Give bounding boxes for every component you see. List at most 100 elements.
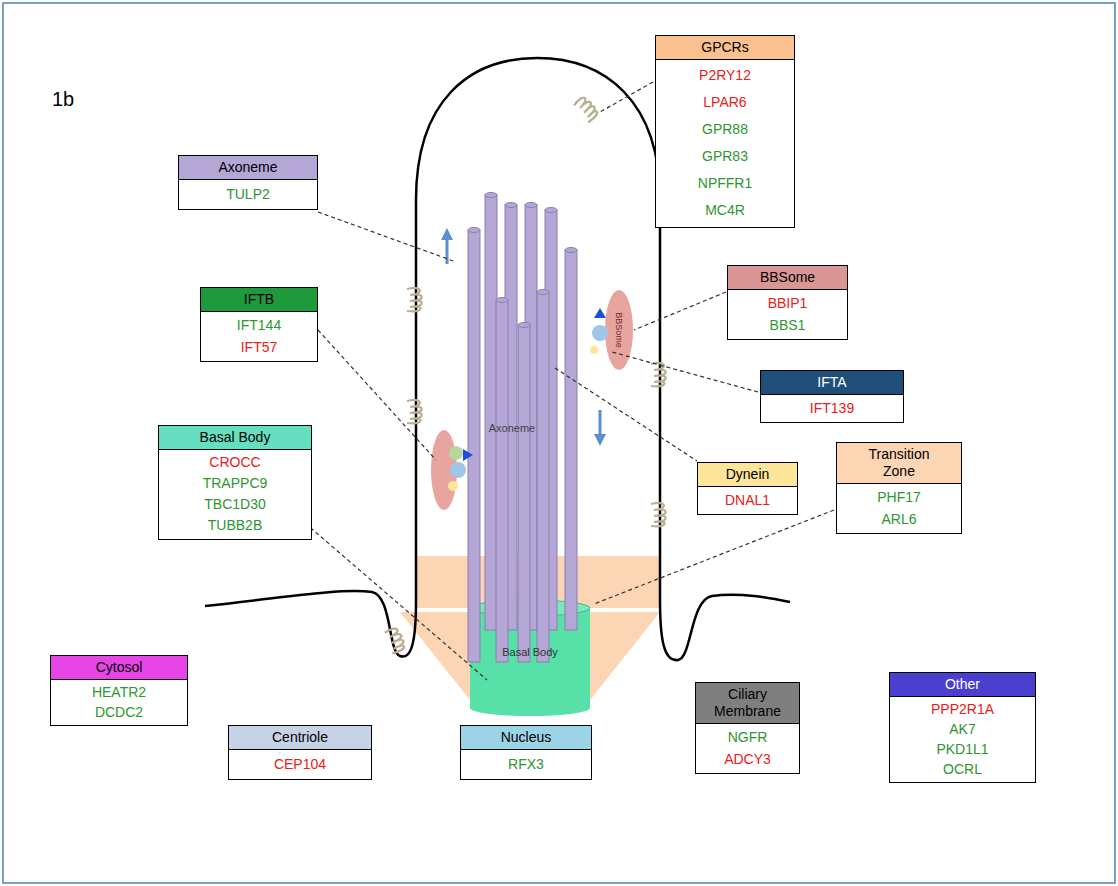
gene-name: OCRL	[890, 759, 1035, 782]
gene-name: ARL6	[837, 508, 961, 533]
basal-body-bottom	[470, 700, 590, 716]
motor-symbol	[463, 449, 473, 461]
gene-name: AK7	[890, 719, 1035, 739]
compartment-heading: GPCRs	[656, 36, 794, 60]
compartment-heading: Transition Zone	[837, 443, 961, 484]
microtubule	[485, 195, 497, 630]
ift-particle	[592, 325, 608, 341]
leader-line	[594, 510, 834, 604]
gene-name: HEATR2	[51, 680, 187, 702]
ift-particle	[448, 481, 458, 491]
gene-name: TBC1D30	[159, 494, 311, 515]
compartment-box: Ciliary MembraneNGFRADCY3	[695, 682, 800, 774]
gene-name: NPFFR1	[656, 170, 794, 197]
ift-train-anterograde	[431, 430, 473, 510]
compartment-box: NucleusRFX3	[460, 725, 592, 780]
gpcr-symbol	[573, 95, 599, 122]
gene-name: BBS1	[728, 314, 847, 339]
transport-arrow	[599, 410, 602, 440]
microtubule	[565, 250, 577, 630]
gene-name: PPP2R1A	[890, 697, 1035, 719]
gene-name: IFT57	[201, 336, 317, 361]
bbsome-ellipse	[605, 290, 633, 370]
microtubule-end	[525, 203, 537, 208]
compartment-heading: BBSome	[728, 266, 847, 290]
microtubule	[496, 300, 508, 662]
motor-symbol	[594, 308, 606, 318]
compartment-box: IFTAIFT139	[760, 370, 904, 423]
part-label: Basal Body	[502, 646, 558, 658]
gene-name: DCDC2	[51, 702, 187, 725]
compartment-heading: Dynein	[698, 463, 797, 487]
microtubule-end	[545, 208, 557, 213]
compartment-box: CentrioleCEP104	[228, 725, 372, 780]
gpcr-symbol	[651, 363, 666, 386]
ift-train-retrograde	[590, 290, 633, 370]
leader-line	[555, 368, 697, 461]
compartment-heading: Nucleus	[461, 726, 591, 750]
part-label: Axoneme	[489, 422, 535, 434]
gene-name: NGFR	[696, 724, 799, 748]
compartment-box: BBSomeBBIP1BBS1	[727, 265, 848, 340]
compartment-heading: IFTA	[761, 371, 903, 395]
compartment-heading: Other	[890, 673, 1035, 697]
gene-name: TULP2	[179, 180, 317, 209]
microtubule-end	[468, 228, 480, 233]
compartment-box: GPCRsP2RY12LPAR6GPR88GPR83NPFFR1MC4R	[655, 35, 795, 228]
gpcr-symbol	[384, 627, 406, 654]
microtubule	[537, 292, 549, 662]
leader-line	[318, 212, 456, 262]
gene-name: IFT139	[761, 395, 903, 422]
microtubule-end	[496, 298, 508, 303]
microtubule-end	[485, 193, 497, 198]
gene-name: MC4R	[656, 197, 794, 227]
compartment-box: OtherPPP2R1AAK7PKD1L1OCRL	[889, 672, 1036, 783]
axoneme-microtubules	[468, 193, 577, 663]
ift-particle	[449, 446, 463, 460]
microtubule	[518, 325, 530, 662]
compartment-heading: IFTB	[201, 288, 317, 312]
gene-name: PKD1L1	[890, 739, 1035, 759]
panel-label: 1b	[52, 88, 74, 111]
microtubule-end	[537, 290, 549, 295]
gene-name: LPAR6	[656, 89, 794, 116]
gene-name: CEP104	[229, 750, 371, 779]
gene-name: RFX3	[461, 750, 591, 779]
compartment-heading: Cytosol	[51, 656, 187, 680]
compartment-heading: Basal Body	[159, 426, 311, 450]
microtubule-end	[518, 323, 530, 328]
compartment-heading: Ciliary Membrane	[696, 683, 799, 724]
gene-name: PHF17	[837, 484, 961, 508]
leader-line	[318, 330, 436, 460]
compartment-box: Transition ZonePHF17ARL6	[836, 442, 962, 534]
figure-frame	[3, 3, 1115, 883]
leader-line	[612, 352, 758, 392]
compartment-box: CytosolHEATR2DCDC2	[50, 655, 188, 726]
compartment-heading: Axoneme	[179, 156, 317, 180]
microtubule-end	[565, 248, 577, 253]
gene-name: ADCY3	[696, 748, 799, 773]
leader-line	[634, 292, 726, 330]
gene-name: CROCC	[159, 450, 311, 473]
gpcr-symbol	[407, 400, 422, 423]
gene-name: DNAL1	[698, 487, 797, 514]
ift-particle	[590, 346, 598, 354]
compartment-box: Basal BodyCROCCTRAPPC9TBC1D30TUBB2B	[158, 425, 312, 540]
part-label: BBSome	[614, 312, 624, 348]
microtubule	[468, 230, 480, 662]
leader-line	[600, 82, 653, 112]
ift-particle	[450, 462, 466, 478]
compartment-heading: Centriole	[229, 726, 371, 750]
leader-line	[305, 523, 487, 680]
compartment-box: IFTBIFT144IFT57	[200, 287, 318, 362]
gene-name: GPR83	[656, 143, 794, 170]
gene-name: GPR88	[656, 116, 794, 143]
gene-name: BBIP1	[728, 290, 847, 314]
transport-arrow	[446, 234, 449, 264]
gene-name: P2RY12	[656, 60, 794, 89]
gpcr-symbol	[651, 503, 666, 526]
compartment-box: AxonemeTULP2	[178, 155, 318, 210]
gene-name: TUBB2B	[159, 515, 311, 539]
transition-fibre	[590, 612, 660, 700]
